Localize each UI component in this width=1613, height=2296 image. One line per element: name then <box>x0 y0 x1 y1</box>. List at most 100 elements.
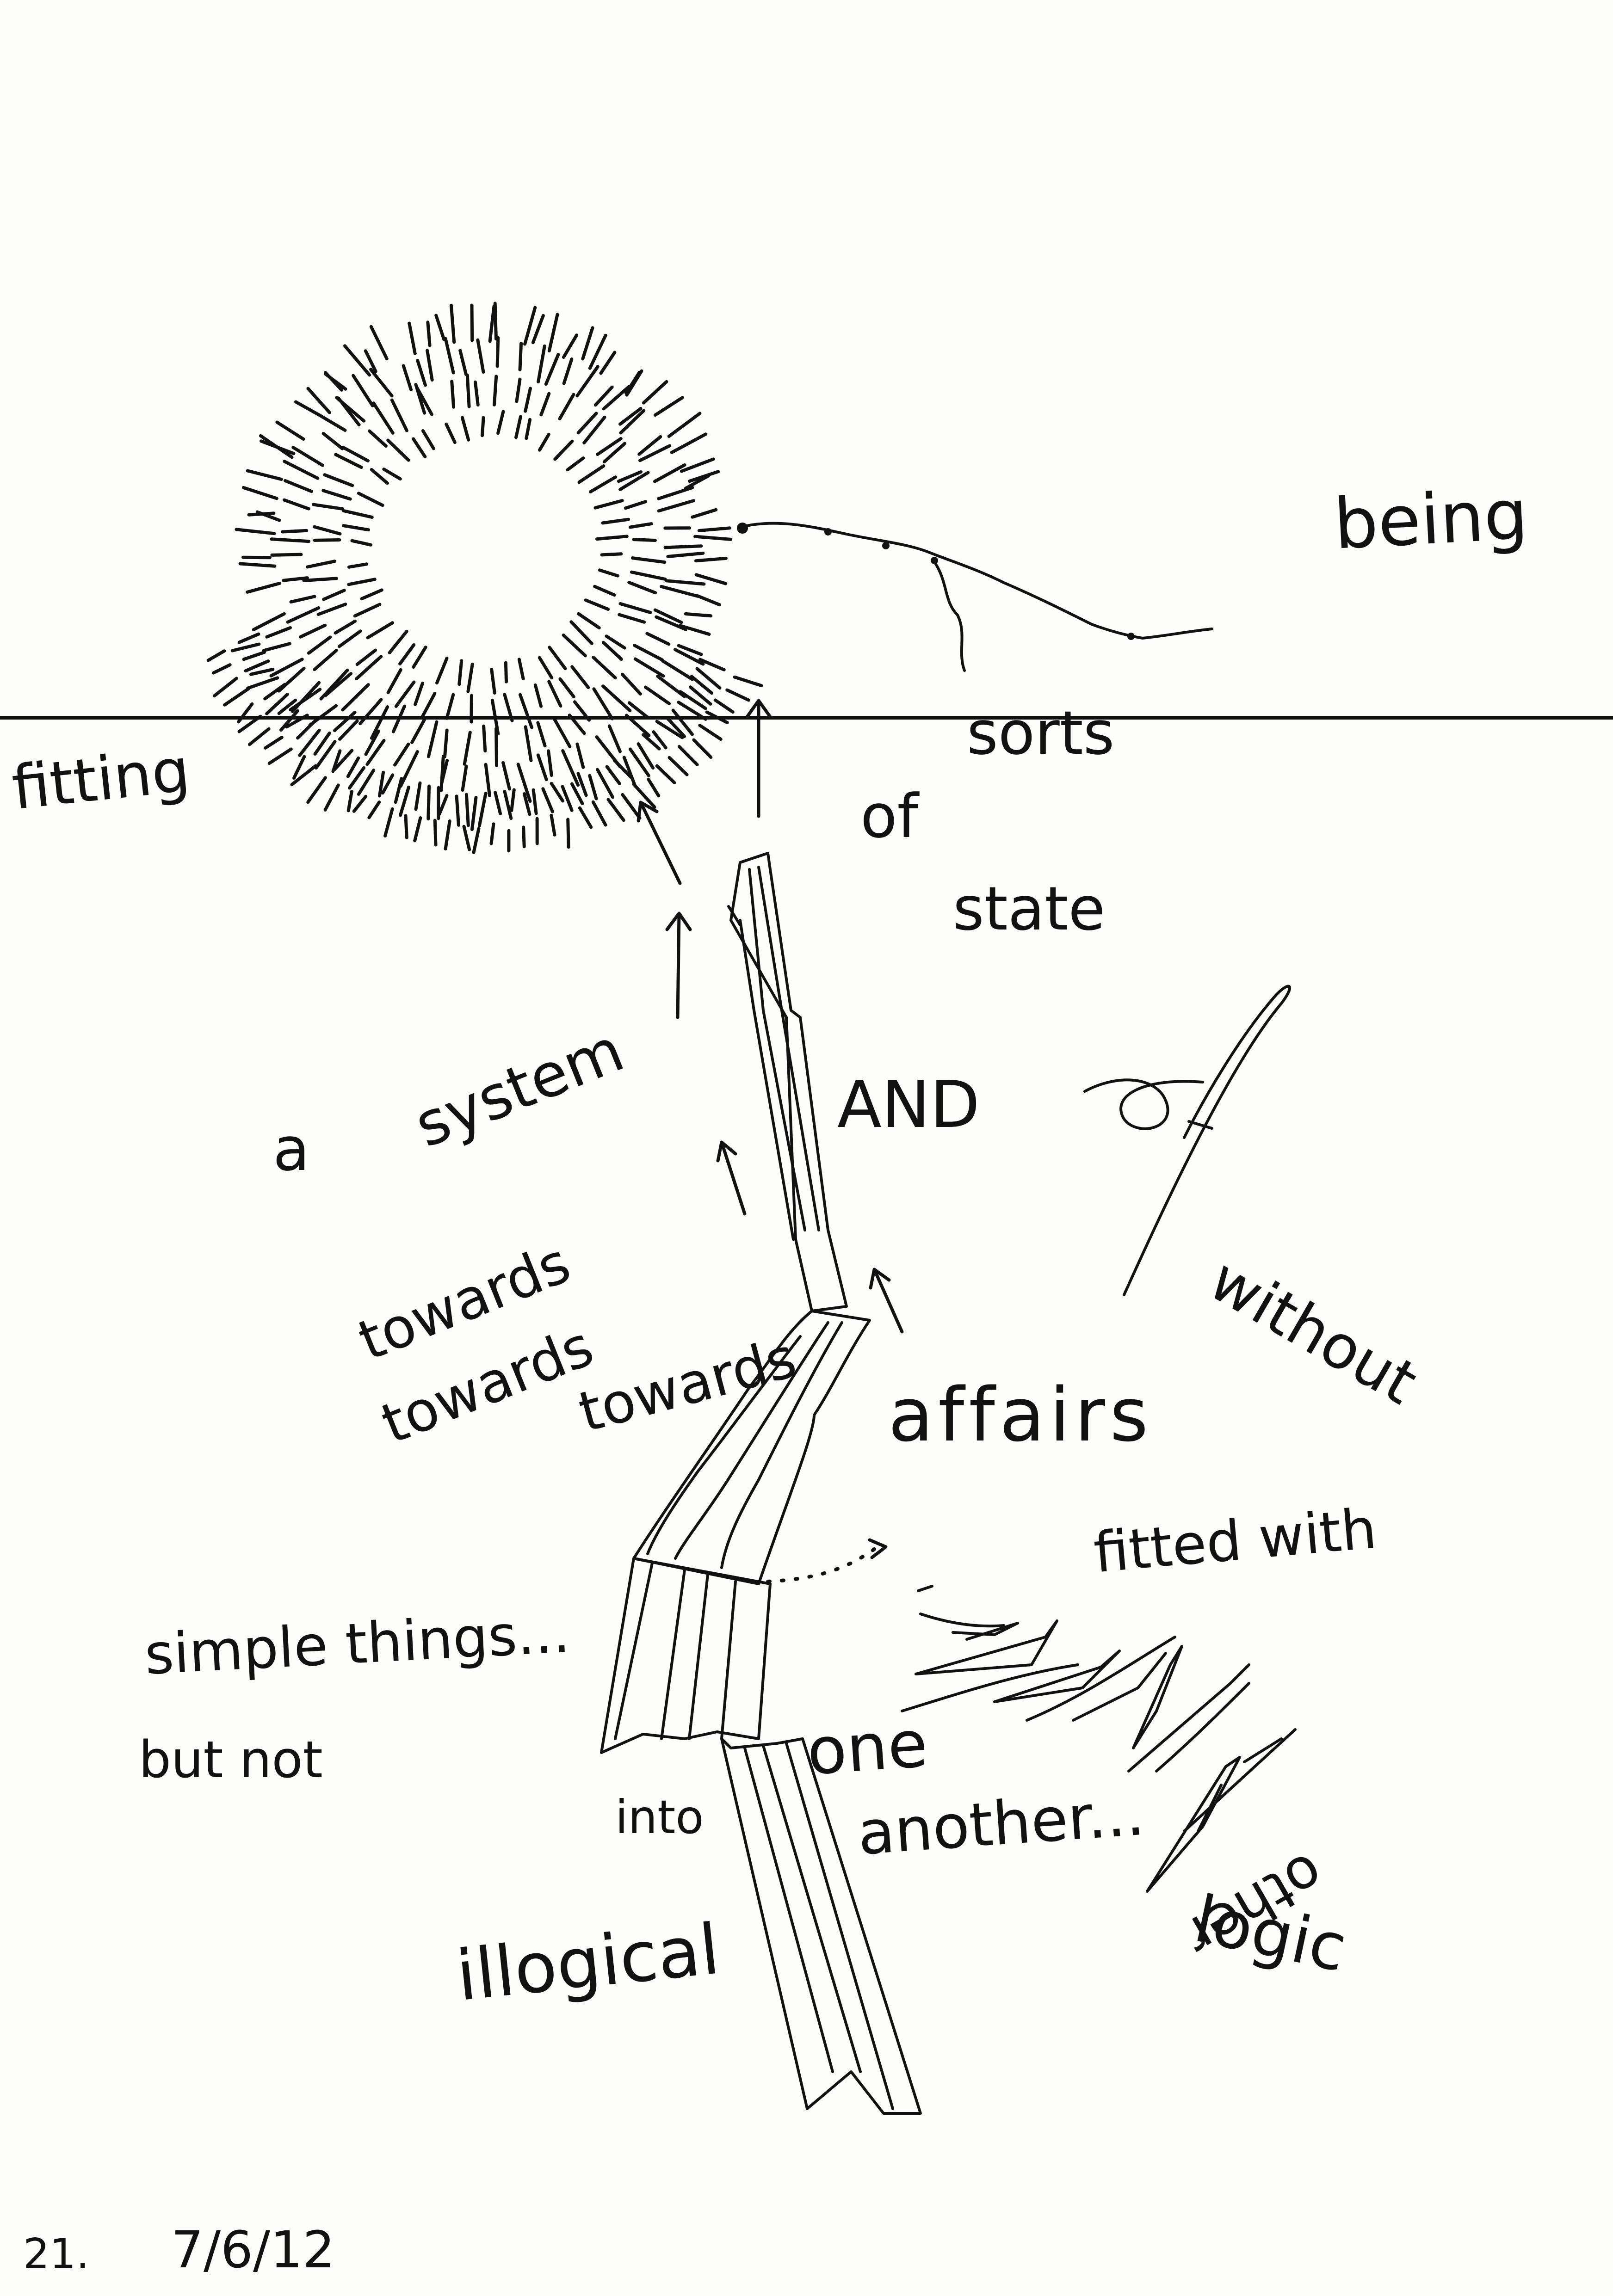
sun-dash <box>241 486 278 500</box>
sun-dash <box>388 629 408 654</box>
sun-dash <box>677 701 707 721</box>
sun-dash <box>665 579 706 586</box>
sun-dash <box>264 736 284 750</box>
sun-dash <box>628 522 653 529</box>
sun-dash <box>372 401 395 435</box>
sun-dash <box>696 594 721 607</box>
sun-dash <box>642 733 661 751</box>
sun-dash <box>338 719 359 741</box>
sun-dash <box>600 552 623 557</box>
sun-dash <box>625 369 643 397</box>
arrow <box>716 1140 747 1216</box>
sun-dash <box>324 372 347 391</box>
sun-dash <box>321 431 344 450</box>
sun-dash <box>697 526 732 532</box>
sun-dash <box>617 470 643 483</box>
sun-dash <box>522 825 526 849</box>
sun-dash <box>537 344 546 384</box>
sun-dash <box>657 486 694 500</box>
sun-dash <box>633 644 664 662</box>
sun-dash <box>538 656 554 680</box>
sun-dash <box>394 777 403 804</box>
sun-dash <box>237 632 260 644</box>
sun-dash <box>353 603 382 618</box>
sun-dash <box>663 544 703 549</box>
sun-dash <box>464 793 470 827</box>
sun-dash <box>426 720 439 758</box>
sun-dash <box>394 680 416 708</box>
sun-dash <box>378 770 385 798</box>
sun-dash <box>552 716 572 748</box>
word-into: into <box>615 1790 704 1844</box>
sun-dash <box>314 740 337 770</box>
sun-dash <box>596 437 623 456</box>
sun-dash <box>494 726 498 767</box>
branch-node <box>737 523 748 534</box>
sun-dash <box>691 508 718 519</box>
sun-dash <box>517 658 525 681</box>
sun-dash <box>463 731 472 766</box>
sun-dash <box>593 499 624 510</box>
sun-dash <box>725 688 750 702</box>
sun-dash <box>443 728 449 758</box>
sun-dash <box>522 792 531 816</box>
sun-dash <box>642 380 668 405</box>
sun-dash <box>322 589 346 601</box>
sun-dash <box>593 385 614 407</box>
sun-dash <box>606 798 625 822</box>
sun-dash <box>460 416 470 442</box>
sun-dash <box>647 777 661 798</box>
sun-dash <box>684 612 713 618</box>
sun-dash <box>370 468 389 485</box>
sun-dash <box>515 377 522 403</box>
sun-dash <box>450 380 456 409</box>
sun-dash <box>412 646 427 669</box>
dotted-arrow <box>766 1547 876 1583</box>
sun-dash <box>355 655 383 680</box>
sun-dash <box>547 749 553 777</box>
sun-dash <box>433 819 438 847</box>
word-but-not: but not <box>139 1730 323 1789</box>
sun-dash <box>510 788 516 813</box>
sun-dash <box>624 500 647 510</box>
sun-dash <box>613 758 633 779</box>
sun-dash <box>493 375 498 406</box>
sun-dash <box>438 794 449 816</box>
sun-dash <box>320 415 347 432</box>
sun-dash <box>561 749 580 787</box>
sun-dash <box>357 769 376 796</box>
branch-node <box>882 542 890 549</box>
sun-dash <box>306 776 327 804</box>
sun-dash <box>404 814 408 839</box>
sun-dash <box>435 657 449 685</box>
sun-dash <box>562 333 579 359</box>
sun-dash <box>618 471 650 491</box>
sun-dash <box>671 708 694 736</box>
sun-dash <box>455 794 460 827</box>
sun-dash <box>306 387 331 414</box>
sun-dash <box>368 429 388 448</box>
word-a: a <box>273 1114 310 1184</box>
sun-dash <box>602 385 630 411</box>
sun-dash <box>426 784 431 821</box>
sun-dash <box>562 357 574 385</box>
sun-dash <box>561 785 574 812</box>
sun-dash <box>568 714 586 735</box>
sun-dash <box>588 475 618 493</box>
sun-dash <box>602 442 627 464</box>
sun-dash <box>694 573 728 585</box>
arrows <box>637 699 904 1334</box>
sun-dash <box>313 649 338 671</box>
sun-dash <box>350 539 372 547</box>
sun-dash <box>294 400 323 418</box>
sun-dash <box>533 683 543 708</box>
sun-dash <box>292 755 306 780</box>
sun-dash <box>645 632 671 646</box>
sun-dash <box>212 677 238 698</box>
sun-dash <box>578 806 593 829</box>
sun-dash <box>630 570 667 581</box>
sun-dash <box>352 794 368 813</box>
sun-dash <box>474 380 480 406</box>
sun-dash <box>347 578 377 586</box>
